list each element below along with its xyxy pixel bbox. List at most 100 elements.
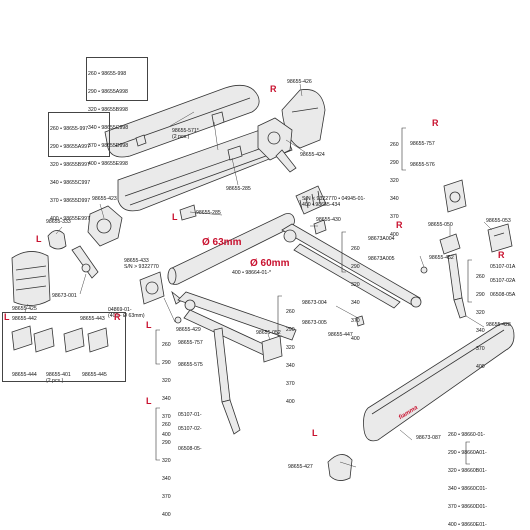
size: 320 [351,282,360,288]
size-line: 260 • 98655-998 [88,71,127,77]
front-cover-size-box [86,57,148,101]
marker-l: L [146,320,152,330]
arm-a-code-1: 98673A004 [368,236,395,242]
label-333: 98655-333 [46,219,71,225]
size-line: 320 • 98660B01- [448,468,487,474]
leg-r-code-3: 06508-05A [490,292,516,298]
size: 320 [476,310,485,316]
label-445: 98655-445 [82,372,107,378]
label-426: 98655-426 [287,79,312,85]
size: 400 [476,364,485,370]
label-053: 98655-053 [486,218,511,224]
dimension-63mm: Ø 63mm [202,237,242,248]
size-line: 370 • 98655D998 [88,143,129,149]
table-757-sizes: 260 290 320 340 370 400 [390,130,399,244]
label-442: 98655-442 [12,316,37,322]
size: 320 [162,378,171,384]
size: 340 [286,363,295,369]
clip-group-box [2,312,126,382]
label-424: 98655-424 [300,152,325,158]
size: 260 [162,422,171,428]
leg-l1-code-1: 98655-757 [178,340,203,346]
fabric-part [363,322,515,442]
size-line: 400 • 98660E01- [448,522,487,528]
label-443: 98655-443 [80,316,105,322]
marker-l: L [36,234,42,244]
marker-r: R [114,312,121,322]
label-064: 400 • 98664-01-* [232,270,272,276]
label-052: 98655-052 [256,330,281,336]
label-001: 98673-001 [52,293,77,299]
upper-arm-part [281,223,421,307]
size-line: 400 • 98655E997 [50,216,90,222]
size-line: 260 • 98660-01- [448,432,486,438]
size: 370 [162,494,171,500]
size: 260 [390,142,399,148]
size: 260 [286,309,295,315]
label-428: 98655-428 [486,322,511,328]
size-line: 340 • 98660C01- [448,486,488,492]
case-sizes: 260 • 98655-997 290 • 98655A997 320 • 98… [50,114,90,228]
leg-l2-sizes: 260 290 320 340 370 400 [162,410,171,524]
size-line: 340 • 98655C997 [50,180,91,186]
size-line: 370 • 98655D997 [50,198,91,204]
marker-l: L [146,396,152,406]
arm-b-sizes: 260 290 320 340 370 400 [286,297,295,411]
size-line: 260 • 98655-997 [50,126,89,132]
label-425: 98655-425 [12,306,37,312]
leg-r-code-1: 05107-01A [490,264,516,270]
size: 400 [390,232,399,238]
size: 290 [162,440,171,446]
marker-r: R [270,84,277,94]
size: 340 [476,328,485,334]
size: 370 [351,318,360,324]
size: 400 [162,512,171,518]
leg-left-part [213,327,231,403]
size: 400 [162,432,171,438]
label-427: 98655-427 [288,464,313,470]
label-050: 98655-050 [428,222,453,228]
marker-r: R [432,118,439,128]
label-429: 98655-429 [176,327,201,333]
case-size-box [48,112,110,157]
size-line: 320 • 98655B997 [50,162,90,168]
leg-l2-code-2: 05107-02- [178,426,202,432]
label-444: 98655-444 [12,372,37,378]
size: 290 [476,292,485,298]
label-423: 98655-423 [92,196,117,202]
leg-r-sizes: 260 290 320 340 370 400 [476,262,485,376]
label-sn434: S/N < 9322770 • 04945-01- 400 • 98655-43… [302,196,366,208]
marker-l: L [312,428,318,438]
size: 400 [351,336,360,342]
size: 370 [476,346,485,352]
label-433: 98655-433 S/N > 9322770 [124,258,159,270]
leg-l1-code-2: 98655-575 [178,362,203,368]
leg-r-code-2: 05107-02A [490,278,516,284]
table-757-code-2: 98655-576 [410,162,435,168]
size: 400 [286,399,295,405]
size: 320 [390,178,399,184]
size: 370 [390,214,399,220]
size-line: 290 • 98655A998 [88,89,128,95]
dimension-60mm: Ø 60mm [250,258,290,269]
marker-r: R [498,250,505,260]
size-line: 320 • 98655B998 [88,107,128,113]
size-line: 290 • 98660A01- [448,450,487,456]
size: 290 [286,327,295,333]
label-285a: 98655-285 [226,186,251,192]
label-571: 98655-571* (2 pcs.) [172,128,199,140]
marker-l: L [172,212,178,222]
leg-l2-code-3: 06508-05- [178,446,202,452]
leg-l2-code-1: 05107-01- [178,412,202,418]
size: 260 [476,274,485,280]
label-285b: 98655-285 [196,210,221,216]
size: 290 [390,160,399,166]
size: 340 [162,396,171,402]
size-line: 290 • 98655A997 [50,144,90,150]
table-757-code-1: 98655-757 [410,141,435,147]
size: 370 [286,381,295,387]
arm-b-code-1: 98673-004 [302,300,327,306]
size: 260 [351,246,360,252]
